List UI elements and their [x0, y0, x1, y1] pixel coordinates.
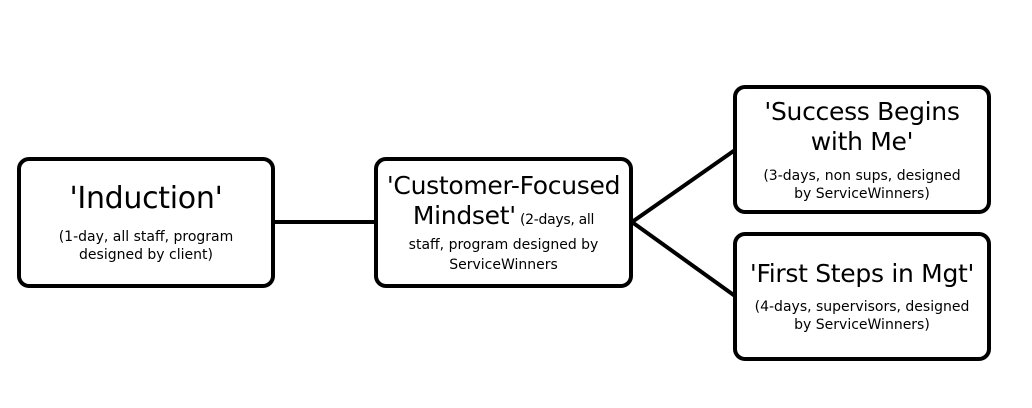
- node-title: 'First Steps in Mgt': [749, 258, 975, 288]
- node-detail-line: (1-day, all staff, program: [58, 228, 234, 245]
- node-induction: 'Induction' (1-day, all staff, program d…: [17, 157, 275, 288]
- node-detail-line: by ServiceWinners): [794, 185, 930, 202]
- node-title-line: Mindset' (2-days, all: [412, 200, 595, 235]
- node-detail-line: by ServiceWinners): [794, 316, 930, 333]
- node-detail-line: staff, program designed by: [408, 236, 599, 253]
- node-title: 'Induction': [69, 180, 223, 216]
- node-detail-line: (3-days, non sups, designed: [763, 167, 961, 184]
- node-title-line: 'Customer-Focused: [386, 170, 621, 200]
- node-detail-line: ServiceWinners: [449, 256, 558, 273]
- node-detail-inline: (2-days, all: [515, 211, 595, 228]
- node-customer-focused-mindset: 'Customer-Focused Mindset' (2-days, all …: [374, 157, 633, 288]
- node-title-line: 'Success Begins: [764, 96, 960, 126]
- edge-customer-focused-to-first-steps: [630, 220, 737, 298]
- node-success-begins-with-me: 'Success Begins with Me' (3-days, non su…: [733, 85, 991, 214]
- node-title-line: with Me': [810, 126, 914, 156]
- node-detail-line: (4-days, supervisors, designed: [754, 298, 970, 315]
- node-title-part: Mindset': [412, 200, 516, 230]
- node-first-steps-in-mgt: 'First Steps in Mgt' (4-days, supervisor…: [733, 232, 991, 361]
- edge-customer-focused-to-success: [630, 148, 737, 224]
- node-detail-line: designed by client): [79, 246, 213, 263]
